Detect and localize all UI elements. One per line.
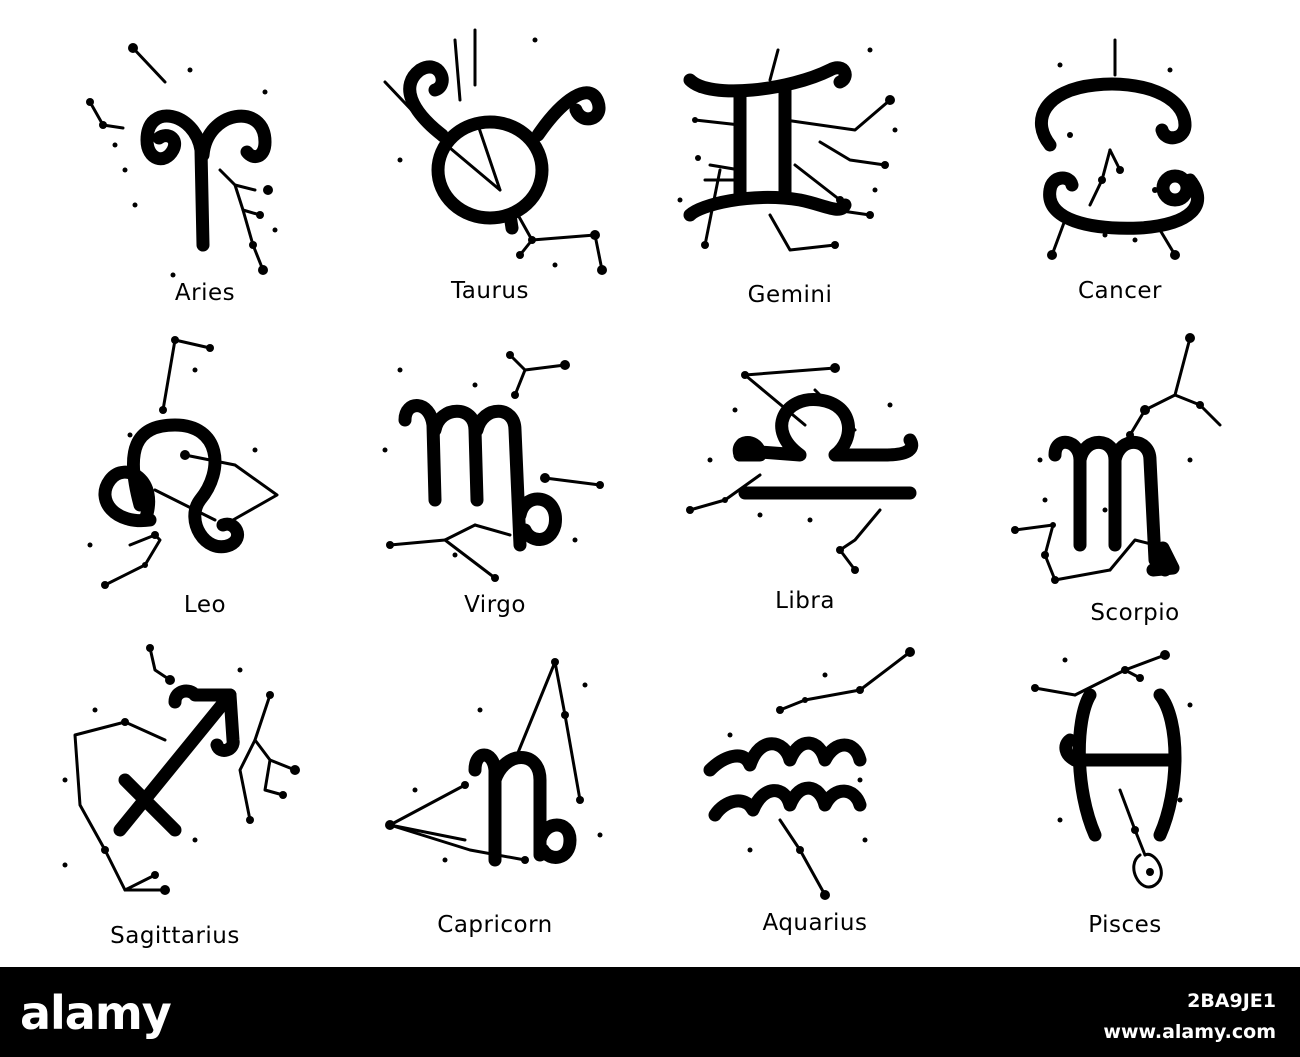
zodiac-cell-gemini: Gemini — [640, 30, 940, 330]
sign-label: Aries — [174, 280, 236, 306]
sign-label: Scorpio — [1090, 600, 1180, 626]
zodiac-cell-cancer: Cancer — [970, 30, 1270, 330]
image-url: www.alamy.com — [1103, 1021, 1276, 1043]
brand-logo: alamy — [20, 986, 220, 1042]
sign-label: Virgo — [464, 592, 526, 618]
sign-label: Gemini — [747, 282, 833, 308]
brand-text: alamy — [20, 987, 172, 1040]
sagittarius-icon — [62, 644, 300, 895]
zodiac-cell-libra: Libra — [655, 330, 955, 630]
zodiac-cell-capricorn: Capricorn — [345, 640, 645, 940]
libra-icon — [686, 363, 919, 574]
zodiac-cell-scorpio: Scorpio — [985, 330, 1285, 630]
sign-label: Libra — [775, 588, 835, 614]
alamy-logo: alamy — [20, 986, 220, 1053]
taurus-icon — [383, 28, 607, 275]
sign-label: Sagittarius — [110, 923, 240, 949]
pisces-icon — [1031, 650, 1193, 889]
scorpio-icon — [1011, 333, 1222, 584]
sign-label: Capricorn — [437, 912, 553, 938]
sign-label: Taurus — [451, 278, 529, 304]
virgo-icon — [382, 351, 604, 582]
watermark-banner — [0, 967, 1300, 1057]
capricorn-icon — [385, 658, 603, 867]
sign-label: Leo — [183, 592, 227, 618]
sign-label: Aquarius — [762, 910, 868, 936]
gemini-icon — [677, 47, 898, 252]
zodiac-cell-taurus: Taurus — [340, 28, 640, 330]
leo-icon — [87, 336, 279, 589]
zodiac-cell-virgo: Virgo — [345, 330, 645, 630]
aquarius-icon — [703, 647, 915, 900]
zodiac-cell-aries: Aries — [55, 30, 355, 330]
zodiac-cell-aquarius: Aquarius — [665, 640, 965, 940]
zodiac-cell-pisces: Pisces — [975, 640, 1275, 940]
image-id: 2BA9JE1 — [1187, 990, 1276, 1012]
sign-label: Pisces — [1088, 912, 1162, 938]
zodiac-cell-leo: Leo — [55, 330, 355, 630]
sign-label: Cancer — [1078, 278, 1162, 304]
zodiac-cell-sagittarius: Sagittarius — [25, 640, 325, 949]
cancer-icon — [1034, 38, 1205, 260]
aries-icon — [86, 43, 278, 278]
